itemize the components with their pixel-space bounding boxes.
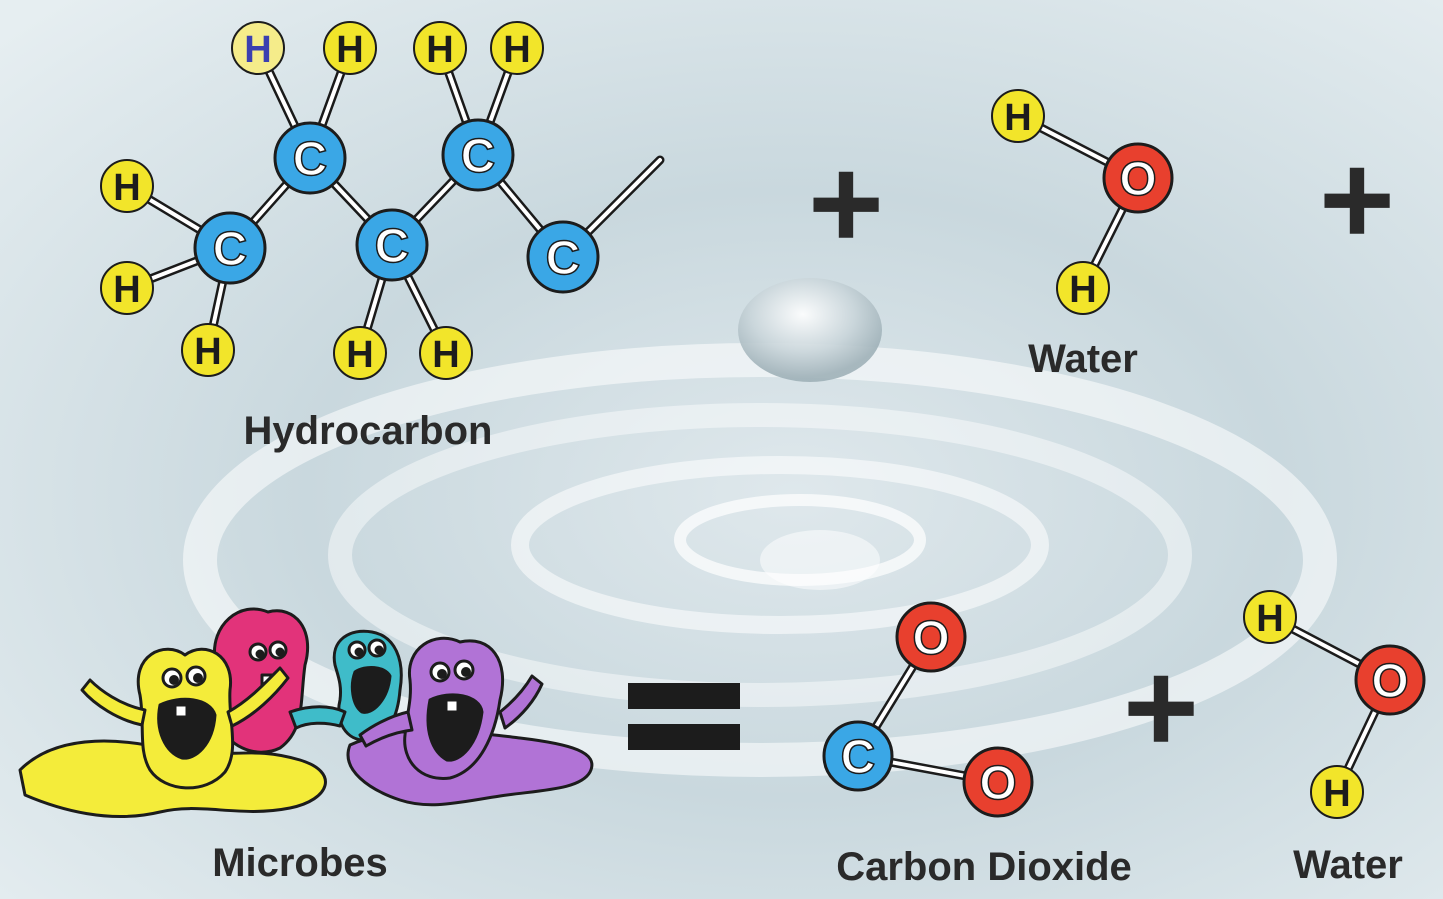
carbon-atom: C xyxy=(822,720,894,792)
carbon-dioxide-molecule: C O O xyxy=(822,601,1034,818)
microbe-yellow xyxy=(80,647,290,790)
hydrocarbon-label: Hydrocarbon xyxy=(244,409,493,453)
water-drop xyxy=(738,278,882,382)
carbon-atom: C xyxy=(526,220,600,294)
plus-operator: + xyxy=(1319,126,1395,272)
water-label-bottom: Water xyxy=(1293,843,1403,887)
hydrogen-atom: H xyxy=(490,21,544,75)
svg-text:O: O xyxy=(1119,153,1156,206)
hydrogen-atom: H xyxy=(991,89,1045,143)
water-molecule-top: O H H xyxy=(991,89,1174,315)
svg-text:H: H xyxy=(432,334,459,376)
hydrogen-atom: H xyxy=(100,261,154,315)
hydrogen-atom: H xyxy=(419,326,473,380)
svg-text:O: O xyxy=(979,757,1016,810)
hydrogen-atom-highlighted: H xyxy=(231,21,285,75)
water-molecule-bottom: O H H xyxy=(1243,590,1426,819)
oxygen-atom: O xyxy=(895,601,967,673)
hydrogen-atom: H xyxy=(1310,765,1364,819)
carbon-dioxide-label: Carbon Dioxide xyxy=(836,845,1132,889)
svg-text:O: O xyxy=(1371,655,1408,708)
svg-text:H: H xyxy=(426,29,453,71)
svg-text:H: H xyxy=(1323,773,1350,815)
oxygen-atom: O xyxy=(1354,644,1426,716)
microbe-teal xyxy=(288,629,403,742)
hydrogen-atom: H xyxy=(181,323,235,377)
svg-text:H: H xyxy=(244,29,271,71)
hydrogen-atom: H xyxy=(333,326,387,380)
carbon-atom: C xyxy=(193,211,267,285)
svg-text:C: C xyxy=(375,220,410,273)
microbes-illustration xyxy=(18,607,594,819)
svg-text:C: C xyxy=(293,133,328,186)
svg-text:C: C xyxy=(213,223,248,276)
microbes-label: Microbes xyxy=(212,841,388,885)
hydrogen-atom: H xyxy=(1243,590,1297,644)
carbon-atom: C xyxy=(273,121,347,195)
svg-text:C: C xyxy=(546,232,581,285)
carbon-atom: C xyxy=(441,118,515,192)
svg-text:C: C xyxy=(461,130,496,183)
svg-text:H: H xyxy=(113,167,140,209)
svg-text:H: H xyxy=(1069,269,1096,311)
equals-operator xyxy=(628,683,740,750)
oxygen-atom: O xyxy=(962,746,1034,818)
hydrogen-atom: H xyxy=(413,21,467,75)
plus-operator: + xyxy=(808,130,884,276)
hydrogen-atom: H xyxy=(1056,261,1110,315)
svg-text:H: H xyxy=(503,29,530,71)
svg-text:H: H xyxy=(336,29,363,71)
svg-text:H: H xyxy=(1004,97,1031,139)
splash xyxy=(760,530,880,590)
svg-text:C: C xyxy=(841,731,876,784)
microbe-purple xyxy=(358,636,544,780)
water-label-top: Water xyxy=(1028,337,1138,381)
hydrocarbon-molecule: C C C C C H H H xyxy=(100,21,665,380)
svg-text:H: H xyxy=(346,334,373,376)
carbon-atom: C xyxy=(355,208,429,282)
oxygen-atom: O xyxy=(1102,142,1174,214)
svg-text:H: H xyxy=(113,269,140,311)
svg-text:O: O xyxy=(912,612,949,665)
svg-text:H: H xyxy=(194,331,221,373)
svg-text:H: H xyxy=(1256,598,1283,640)
plus-operator: + xyxy=(1123,634,1199,780)
hydrogen-atom: H xyxy=(100,159,154,213)
hydrogen-atom: H xyxy=(323,21,377,75)
